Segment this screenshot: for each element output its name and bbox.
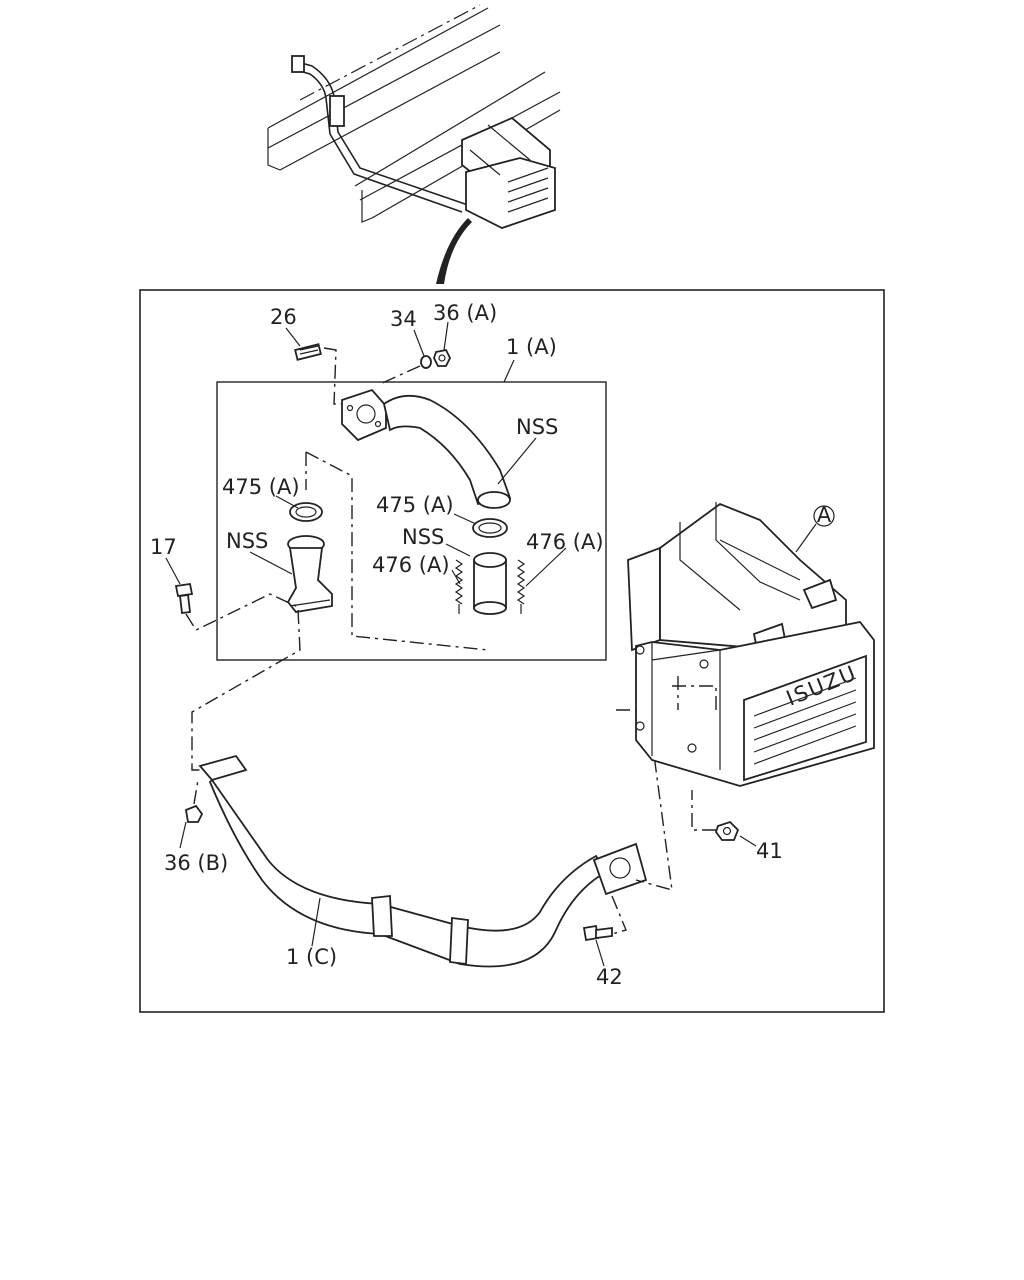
label-36b: 36 (B) — [164, 851, 228, 875]
label-1a: 1 (A) — [506, 335, 557, 359]
label-42: 42 — [596, 965, 623, 989]
label-26: 26 — [270, 305, 297, 329]
frame-overview — [267, 4, 561, 284]
reference-a-callout: A — [795, 503, 835, 553]
subassembly-box — [216, 381, 607, 661]
leader-lines — [165, 321, 757, 967]
label-nss-left: NSS — [226, 529, 268, 553]
detail-frame — [139, 289, 885, 1013]
stud-26 — [294, 343, 346, 405]
label-17: 17 — [150, 535, 177, 559]
label-41: 41 — [756, 839, 783, 863]
pipe-nss-left — [286, 535, 333, 613]
washer-34 — [420, 355, 432, 369]
label-36a: 36 (A) — [433, 301, 497, 325]
label-nss-mid: NSS — [402, 525, 444, 549]
pipe-1a — [341, 388, 512, 509]
sleeve-nss — [473, 552, 507, 615]
label-1c: 1 (C) — [286, 945, 337, 969]
pipe-1c — [198, 754, 648, 968]
label-34: 34 — [390, 307, 417, 331]
nut-36b — [184, 779, 204, 823]
bolt-42 — [582, 924, 613, 942]
spring-476a-left — [454, 559, 464, 614]
bolt-17 — [174, 582, 301, 631]
label-475a-right: 475 (A) — [376, 493, 454, 517]
spring-476a-right — [516, 559, 526, 614]
nut-41 — [691, 790, 740, 841]
nut-36a — [433, 348, 452, 367]
gasket-475a-right — [472, 518, 508, 538]
muffler-assembly: ISUZU — [627, 502, 875, 787]
label-nss-top: NSS — [516, 415, 558, 439]
label-476a-left: 476 (A) — [372, 553, 450, 577]
label-475a-left: 475 (A) — [222, 475, 300, 499]
ref-a-label: A — [817, 503, 832, 527]
label-476a-right: 476 (A) — [526, 530, 604, 554]
